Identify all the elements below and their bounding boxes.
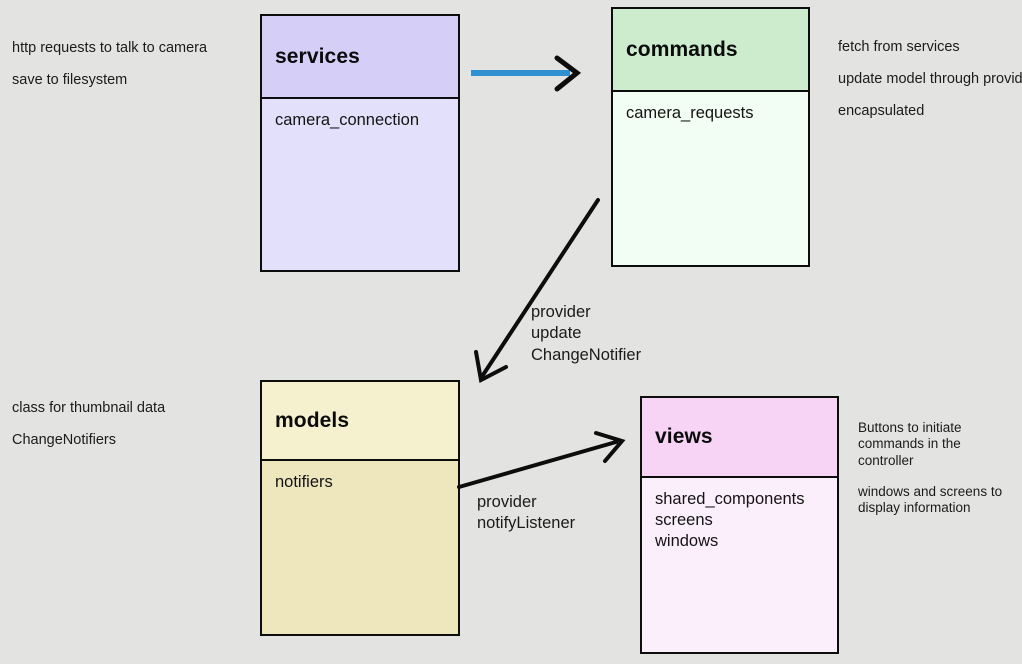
- uml-body-views: shared_components screens windows: [642, 478, 837, 652]
- arrow-label-commands-to-models: provider update ChangeNotifier: [531, 303, 642, 364]
- uml-item-notifiers: notifiers: [275, 473, 333, 491]
- uml-item-shared-components: shared_components: [655, 490, 805, 508]
- uml-title-models: models: [275, 408, 350, 432]
- uml-item-camera-connection: camera_connection: [275, 111, 420, 129]
- arrow-label-models-to-views: provider notifyListener: [477, 493, 576, 533]
- uml-body-commands: camera_requests: [613, 92, 808, 265]
- arrow-services-to-commands: [471, 55, 582, 92]
- uml-header-services: services: [262, 16, 458, 99]
- arrow-head-services-to-commands: [554, 55, 582, 92]
- uml-box-services[interactable]: services camera_connection: [260, 14, 460, 272]
- arrow-shaft-models-to-views: [457, 440, 618, 489]
- note-models-changenotifiers: ChangeNotifiers: [12, 432, 116, 448]
- arrow-head-models-to-views: [594, 431, 626, 463]
- note-commands-update-model: update model through provider: [838, 71, 1022, 87]
- uml-title-commands: commands: [626, 37, 738, 61]
- arrow-head-commands-to-models: [474, 350, 508, 384]
- uml-item-windows: windows: [655, 532, 719, 551]
- uml-body-models: notifiers: [262, 461, 458, 634]
- uml-title-services: services: [275, 44, 360, 68]
- uml-box-models[interactable]: models notifiers: [260, 380, 460, 636]
- uml-item-screens: screens: [655, 511, 713, 530]
- note-views-buttons-initiate: Buttons to initiate commands in the cont…: [858, 420, 962, 468]
- note-commands-encapsulated: encapsulated: [838, 103, 925, 119]
- note-services-save-filesystem: save to filesystem: [12, 72, 128, 88]
- note-models-thumbnail-class: class for thumbnail data: [12, 400, 166, 416]
- arrow-models-to-views: [457, 431, 626, 489]
- uml-body-services: camera_connection: [262, 99, 458, 270]
- uml-header-views: views: [642, 398, 837, 478]
- uml-box-views[interactable]: views shared_components screens windows: [640, 396, 839, 654]
- uml-header-models: models: [262, 382, 458, 461]
- uml-box-commands[interactable]: commands camera_requests: [611, 7, 810, 267]
- uml-item-camera-requests: camera_requests: [626, 104, 754, 122]
- note-services-http-requests: http requests to talk to camera: [12, 40, 208, 56]
- uml-header-commands: commands: [613, 9, 808, 92]
- note-views-windows-screens: windows and screens to display informati…: [858, 484, 1003, 516]
- uml-title-views: views: [655, 425, 713, 448]
- note-commands-fetch-from-services: fetch from services: [838, 39, 960, 55]
